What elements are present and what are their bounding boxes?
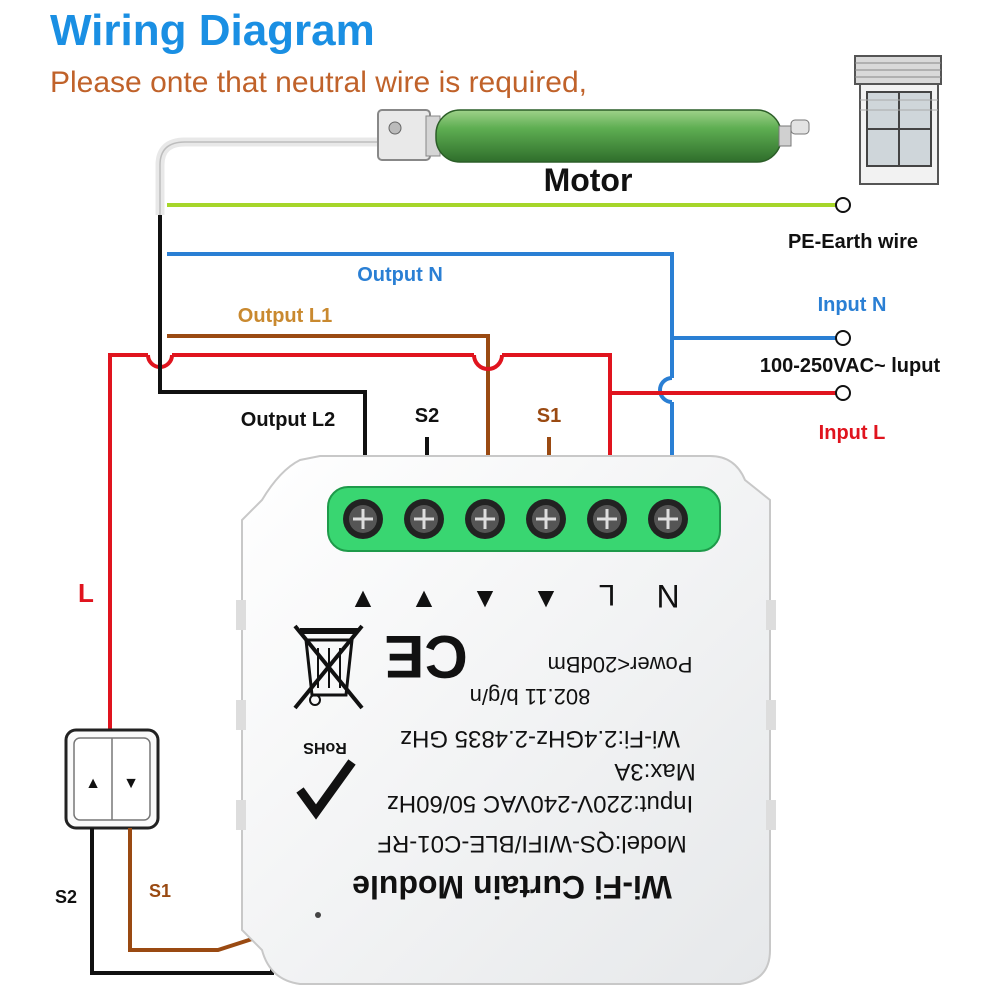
input-l-label: Input L: [819, 422, 886, 444]
output-n-label: Output N: [357, 264, 443, 286]
terminal-mark-up-2: ▲: [410, 582, 438, 613]
terminal-mark-down-2: ▼: [532, 582, 560, 613]
s2-bottom-label: S2: [55, 887, 77, 907]
s1-bottom-label: S1: [149, 881, 171, 901]
output-l2-label: Output L2: [241, 409, 335, 431]
motor-icon: [155, 109, 810, 215]
pe-earth-label: PE-Earth wire: [788, 231, 918, 253]
s1-switch-wire: [128, 828, 281, 952]
terminal-mark-down-1: ▼: [471, 582, 499, 613]
terminal-screw: [648, 499, 688, 539]
module-model-text: Model:QS-WIFI/BLE-C01-RF: [377, 830, 686, 857]
module-input-text: Input:220V-240VAC 50/60Hz: [387, 790, 693, 817]
rohs-label: RoHS: [303, 739, 347, 756]
s2-top-label: S2: [415, 405, 439, 427]
output-n-wire: [167, 252, 851, 487]
terminal-screw: [465, 499, 505, 539]
curtain-module: [236, 455, 776, 985]
module-wifi-text: Wi-Fi:2.4GHz-2.4835 GHz: [400, 725, 680, 752]
ce-mark: CE: [384, 623, 467, 690]
output-l2-wire: [158, 215, 367, 487]
terminal-mark-n: N: [656, 578, 679, 614]
page-subtitle: Please onte that neutral wire is require…: [50, 66, 587, 99]
module-name-text: Wi-Fi Curtain Module: [352, 869, 672, 905]
output-l1-wire: [167, 334, 490, 487]
terminal-screw: [343, 499, 383, 539]
wall-switch: [64, 728, 160, 830]
earth-wire: [167, 197, 851, 213]
module-max-text: Max:3A: [614, 758, 695, 785]
input-n-label: Input N: [818, 294, 887, 316]
input-voltage-label: 100-250VAC~ luput: [760, 355, 941, 377]
output-l1-label: Output L1: [238, 305, 332, 327]
terminal-screw: [587, 499, 627, 539]
rohs-check-icon: [296, 759, 356, 820]
s1-top-label: S1: [537, 405, 561, 427]
page-title: Wiring Diagram: [50, 6, 375, 55]
terminal-mark-l: L: [599, 578, 616, 611]
switch-up-icon: ▲: [85, 775, 101, 792]
window-shutter-icon: [854, 55, 942, 185]
live-wire: [108, 353, 851, 730]
terminal-mark-up-1: ▲: [349, 582, 377, 613]
terminal-screw: [404, 499, 444, 539]
switch-down-icon: ▼: [123, 775, 139, 792]
terminal-block: [327, 486, 721, 552]
module-power-text: Power<20dBm: [548, 652, 693, 677]
motor-label: Motor: [544, 162, 633, 198]
l-side-label: L: [78, 578, 94, 608]
terminal-screw: [526, 499, 566, 539]
weee-bin-icon: [293, 624, 364, 710]
module-standard-text: 802.11 b/g/n: [470, 684, 591, 709]
